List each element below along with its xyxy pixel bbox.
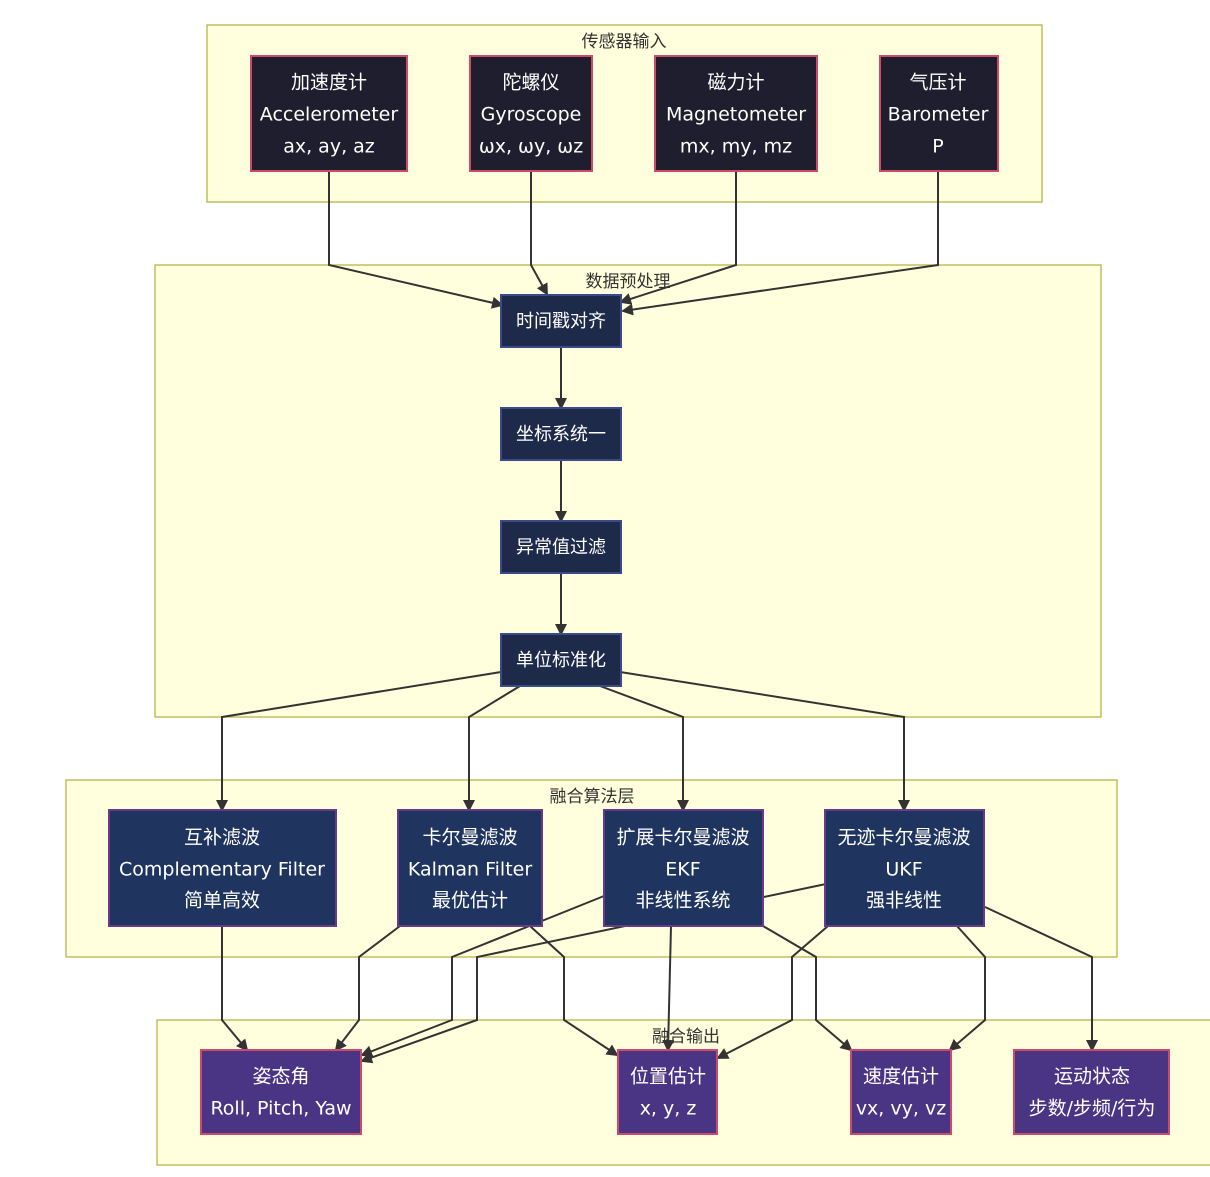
gyroscope-label-cn: 陀螺仪 — [502, 72, 559, 94]
ukf-label-cn: 无迹卡尔曼滤波 — [837, 827, 970, 849]
cluster-sensors-title: 传感器输入 — [582, 32, 667, 52]
complementary-filter-label-cn: 互补滤波 — [184, 827, 260, 849]
ekf-desc: 非线性系统 — [635, 890, 730, 912]
edge-ukf-motion — [984, 906, 1098, 1052]
coord-unify-label: 坐标系统一 — [516, 424, 606, 445]
node-ukf: 无迹卡尔曼滤波 UKF 强非线性 — [824, 809, 985, 927]
node-attitude: 姿态角 Roll, Pitch, Yaw — [200, 1049, 362, 1135]
complementary-filter-label-en: Complementary Filter — [119, 859, 325, 881]
edge-normalize-ekf — [599, 685, 689, 812]
node-accelerometer: 加速度计 Accelerometer ax, ay, az — [250, 55, 408, 172]
accelerometer-axes: ax, ay, az — [283, 136, 375, 158]
outlier-filter-label: 异常值过滤 — [516, 537, 606, 558]
kalman-filter-desc: 最优估计 — [432, 890, 508, 912]
ukf-desc: 强非线性 — [866, 890, 942, 912]
edge-baro-timestamp — [621, 171, 939, 316]
node-position: 位置估计 x, y, z — [617, 1049, 718, 1135]
edges — [216, 171, 1098, 1064]
node-coord-unify: 坐标系统一 — [500, 407, 622, 461]
ekf-label-en: EKF — [665, 859, 700, 881]
velocity-axes: vx, vy, vz — [856, 1098, 946, 1120]
edge-normalize-ukf — [619, 671, 910, 812]
complementary-filter-desc: 简单高效 — [184, 890, 260, 912]
edge-normalize-kalman — [463, 685, 521, 812]
motion-state-desc: 步数/步频/行为 — [1029, 1098, 1156, 1120]
node-magnetometer: 磁力计 Magnetometer mx, my, mz — [654, 55, 818, 172]
kalman-filter-label-cn: 卡尔曼滤波 — [422, 827, 517, 849]
edge-ekf-velocity — [762, 925, 853, 1052]
edge-ukf-velocity — [948, 925, 986, 1052]
magnetometer-label-cn: 磁力计 — [707, 72, 764, 94]
velocity-label-cn: 速度估计 — [863, 1066, 939, 1088]
node-velocity: 速度估计 vx, vy, vz — [850, 1049, 952, 1135]
edge-normalize-comp — [216, 671, 502, 812]
attitude-axes: Roll, Pitch, Yaw — [210, 1098, 351, 1120]
accelerometer-label-en: Accelerometer — [260, 104, 399, 126]
node-complementary-filter: 互补滤波 Complementary Filter 简单高效 — [108, 809, 337, 927]
kalman-filter-label-en: Kalman Filter — [408, 859, 533, 881]
node-ekf: 扩展卡尔曼滤波 EKF 非线性系统 — [603, 809, 764, 927]
ekf-label-cn: 扩展卡尔曼滤波 — [616, 827, 749, 849]
position-label-cn: 位置估计 — [630, 1066, 706, 1088]
gyroscope-axes: ωx, ωy, ωz — [479, 136, 583, 158]
cluster-preprocess: 数据预处理 — [154, 264, 1102, 718]
node-barometer: 气压计 Barometer P — [879, 55, 999, 172]
edge-accel-timestamp — [328, 171, 504, 309]
motion-state-label-cn: 运动状态 — [1054, 1066, 1130, 1088]
timestamp-align-label: 时间戳对齐 — [516, 311, 606, 332]
edge-mag-timestamp — [619, 171, 737, 305]
node-timestamp-align: 时间戳对齐 — [500, 294, 622, 348]
cluster-fusion-title: 融合算法层 — [550, 787, 635, 807]
barometer-label-en: Barometer — [888, 104, 989, 126]
edge-ukf-position — [716, 925, 829, 1059]
magnetometer-label-en: Magnetometer — [666, 104, 806, 126]
attitude-label-cn: 姿态角 — [252, 1066, 309, 1088]
cluster-output-title: 融合输出 — [652, 1027, 720, 1047]
gyroscope-label-en: Gyroscope — [481, 104, 582, 126]
node-gyroscope: 陀螺仪 Gyroscope ωx, ωy, ωz — [469, 55, 593, 172]
edge-ekf-position — [662, 925, 675, 1052]
node-unit-normalize: 单位标准化 — [500, 633, 622, 687]
accelerometer-label-cn: 加速度计 — [291, 72, 367, 94]
node-motion-state: 运动状态 步数/步频/行为 — [1013, 1049, 1170, 1135]
unit-normalize-label: 单位标准化 — [516, 650, 606, 671]
node-kalman-filter: 卡尔曼滤波 Kalman Filter 最优估计 — [397, 809, 543, 927]
node-outlier-filter: 异常值过滤 — [500, 520, 622, 574]
magnetometer-axes: mx, my, mz — [680, 136, 792, 158]
edge-gyro-timestamp — [530, 171, 548, 296]
ukf-label-en: UKF — [885, 859, 922, 881]
cluster-preprocess-title: 数据预处理 — [586, 272, 671, 292]
edge-comp-attitude — [221, 926, 249, 1052]
position-axes: x, y, z — [640, 1098, 697, 1120]
edge-kalman-attitude — [334, 925, 401, 1052]
barometer-value: P — [932, 136, 943, 158]
barometer-label-cn: 气压计 — [909, 72, 966, 94]
